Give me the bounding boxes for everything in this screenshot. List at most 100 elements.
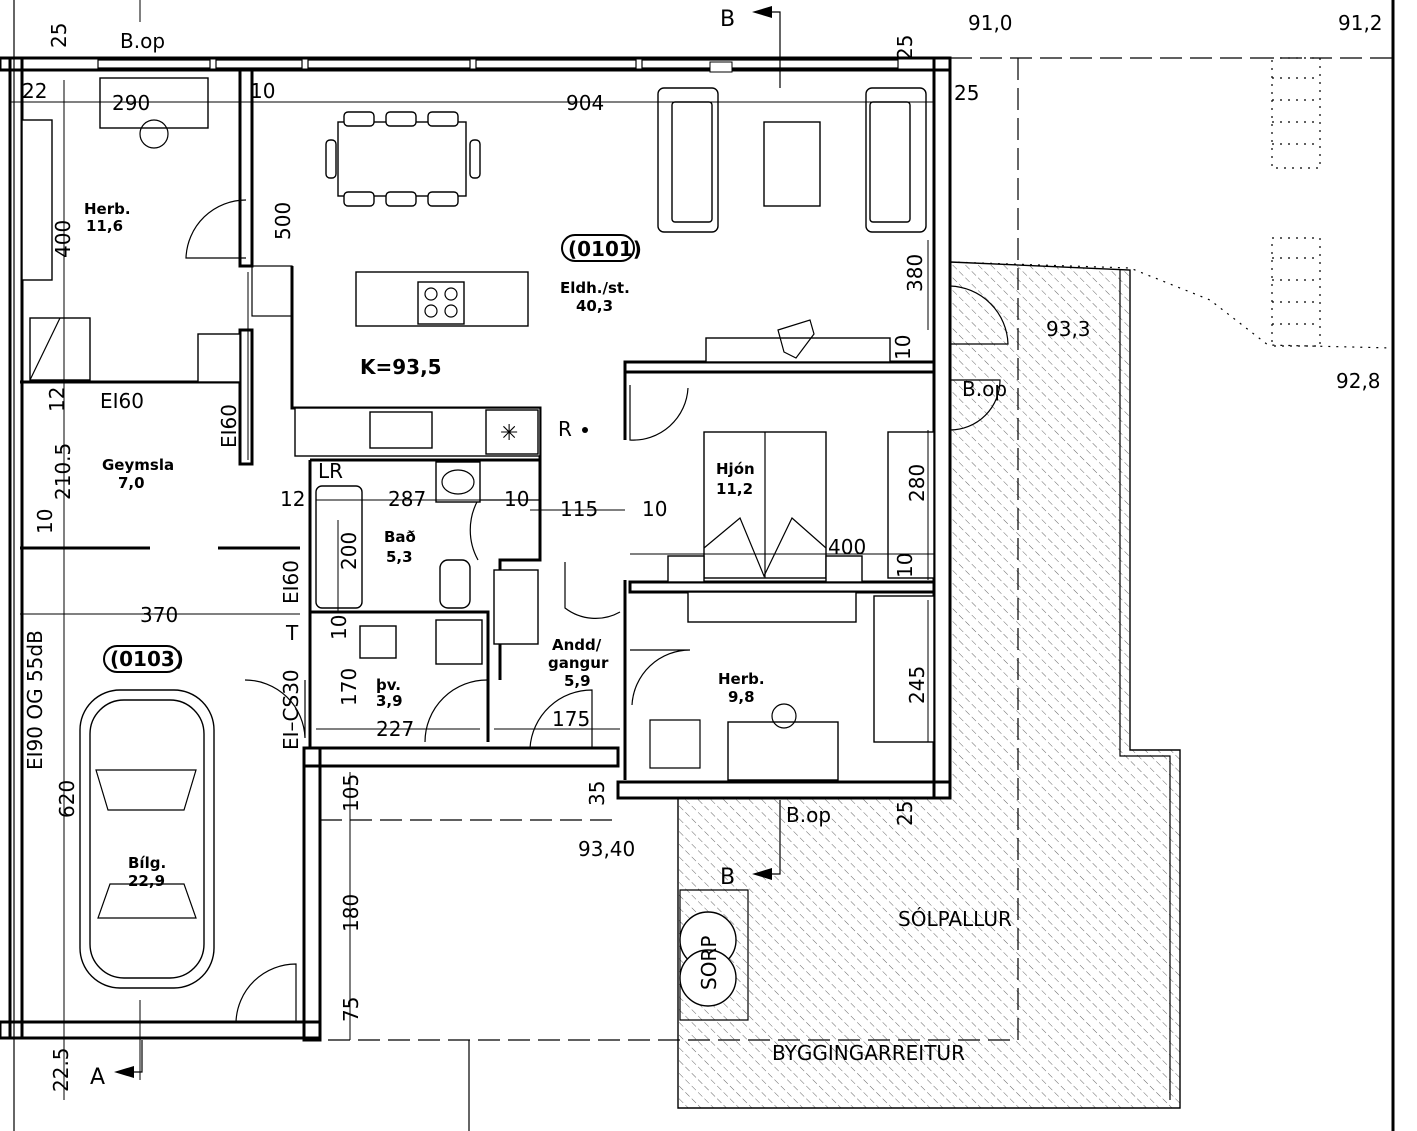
dimension-label: 75: [339, 997, 363, 1022]
dimension-label: 10: [250, 79, 275, 103]
dimension-label: 25: [893, 801, 917, 826]
dimension-label: 200: [337, 532, 361, 570]
room-name: Eldh./st.: [560, 279, 630, 297]
dining-table: [325, 111, 481, 207]
marker-dot: [582, 427, 588, 433]
dimension-label: 280: [905, 464, 929, 502]
bathroom-fixtures: [315, 461, 539, 665]
dimension-label: 10: [893, 553, 917, 578]
kitchen: ✳: [294, 271, 541, 457]
dimension-label: 22.5: [49, 1047, 73, 1092]
dimension-label: 287: [388, 487, 426, 511]
symbol-label: LR: [318, 459, 343, 483]
dimension-label: 400: [51, 220, 75, 258]
fire-rating-label: EI90 OG 55dB: [23, 630, 47, 770]
dimension-label: 180: [339, 894, 363, 932]
dimension-label: 290: [112, 91, 150, 115]
fire-rating-label: EI60: [217, 404, 241, 448]
terrace-edge: [1119, 270, 1171, 1100]
room-area: 5,9: [564, 672, 591, 690]
dimension-labels: 25 290 22 10 904 25 25 400 500 380 10 12…: [22, 23, 979, 1092]
window-opening-label: B.op: [786, 803, 831, 827]
dimension-label: 12: [45, 387, 69, 412]
interior-walls: [20, 68, 936, 780]
room-name: gangur: [548, 654, 609, 672]
floor-level-label: K=93,5: [360, 355, 442, 379]
dimension-label: 10: [642, 497, 667, 521]
room-area: 40,3: [576, 297, 613, 315]
room-name: Bað: [384, 528, 416, 546]
fire-rating-label: EI60: [279, 560, 303, 604]
section-label: A: [90, 1065, 105, 1090]
waste-bin-label: SORP: [697, 936, 721, 990]
room-area: 11,2: [716, 480, 753, 498]
dimension-label: 370: [140, 603, 178, 627]
room-area: 3,9: [376, 692, 403, 710]
dimension-label: 12: [280, 487, 305, 511]
section-markers: [114, 6, 781, 1078]
symbol-label: T: [285, 621, 299, 645]
living-furniture: [657, 87, 927, 363]
room-area: 9,8: [728, 688, 755, 706]
dimension-label: 25: [954, 81, 979, 105]
room-name: Hjón: [716, 460, 755, 478]
fire-rating-label: EI–CS30: [279, 669, 303, 750]
annotation-labels: B.op B.op B.op B B A EI60 EI60 EI60 EI90…: [23, 7, 1012, 1090]
window-opening-label: B.op: [962, 377, 1007, 401]
driveway-boundary: [949, 261, 1394, 349]
dimension-label: 245: [905, 666, 929, 704]
dimension-label: 904: [566, 91, 604, 115]
parking-stalls: [1271, 57, 1321, 347]
doors: [185, 199, 1009, 1023]
room-name: Bílg.: [128, 854, 166, 872]
room-name: þv.: [376, 676, 401, 694]
dimension-label: 620: [55, 780, 79, 818]
symbol-label: R: [558, 417, 572, 441]
unit-id-main: (0101): [568, 237, 642, 261]
elevation-label: 91,0: [968, 11, 1013, 35]
fire-rating-label: EI60: [100, 389, 144, 413]
dimension-label: 175: [552, 707, 590, 731]
dimension-label: 500: [271, 202, 295, 240]
freezer-mark: ✳: [500, 421, 518, 446]
room-area: 11,6: [86, 217, 123, 235]
room-name: Andd/: [552, 636, 602, 654]
elevation-labels: 91,0 91,2 93,3 92,8 93,40 K=93,5: [360, 11, 1383, 861]
room-area: 7,0: [118, 474, 145, 492]
dimension-label: 380: [903, 254, 927, 292]
section-label: B: [720, 7, 735, 32]
elevation-label: 93,3: [1046, 317, 1091, 341]
dimension-label: 115: [560, 497, 598, 521]
room-name: Herb.: [84, 200, 131, 218]
dimension-label: 25: [893, 35, 917, 60]
dimension-label: 25: [47, 23, 71, 48]
section-label: B: [720, 865, 735, 890]
top-windows: [97, 59, 899, 73]
dimension-label: 400: [828, 535, 866, 559]
room-name: Geymsla: [102, 456, 174, 474]
dimension-label: 10: [327, 615, 351, 640]
dimension-label: 10: [33, 509, 57, 534]
elevation-label: 92,8: [1336, 369, 1381, 393]
building-boundary: [320, 57, 1393, 1041]
elevation-label: 93,40: [578, 837, 635, 861]
unit-id-garage: (0103): [110, 647, 184, 671]
dimension-label: 10: [891, 335, 915, 360]
dimension-lines: [10, 0, 934, 1100]
terrace-label: SÓLPALLUR: [898, 907, 1012, 931]
car: [79, 689, 215, 989]
dimension-label: 105: [339, 774, 363, 812]
dimension-label: 10: [504, 487, 529, 511]
room-name: Herb.: [718, 670, 765, 688]
window-opening-label: B.op: [120, 29, 165, 53]
building-zone-label: BYGGINGARREITUR: [772, 1041, 965, 1065]
room-furniture: [21, 77, 935, 781]
waste-bins: [679, 889, 749, 1021]
dimension-label: 210.5: [51, 443, 75, 500]
dimension-label: 22: [22, 79, 47, 103]
dimension-label: 227: [376, 717, 414, 741]
dimension-label: 35: [585, 781, 609, 806]
elevation-label: 91,2: [1338, 11, 1383, 35]
room-area: 5,3: [386, 548, 413, 566]
